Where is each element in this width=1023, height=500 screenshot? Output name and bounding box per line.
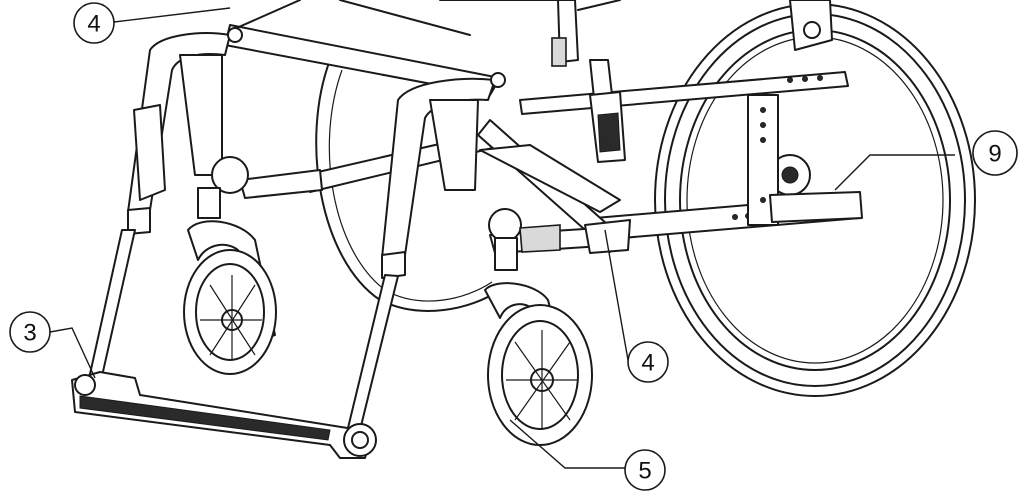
wheel-lock <box>519 91 631 254</box>
side-frame <box>239 119 626 254</box>
footplate <box>71 371 377 459</box>
seat <box>224 0 561 96</box>
callout-5: 5 <box>624 449 666 491</box>
hub-detail <box>769 0 863 223</box>
callout-3-label: 3 <box>23 320 36 347</box>
caster-left <box>183 156 277 375</box>
far-rear-wheel <box>315 59 501 312</box>
callout-9: 9 <box>972 130 1018 176</box>
callout-9-label: 9 <box>988 141 1001 168</box>
front-frame-right <box>227 27 506 279</box>
callout-4-mid: 4 <box>627 341 669 383</box>
axle-tube <box>519 71 861 241</box>
callout-4-top: 4 <box>73 2 115 44</box>
caster-right <box>484 208 593 446</box>
backrest-post <box>551 0 621 99</box>
callout-5-label: 5 <box>638 458 651 485</box>
callout-3: 3 <box>9 311 51 353</box>
leader-lines <box>49 7 955 469</box>
front-frame-left <box>127 32 231 235</box>
callout-4-mid-label: 4 <box>641 350 654 377</box>
callout-4-top-label: 4 <box>87 11 100 38</box>
